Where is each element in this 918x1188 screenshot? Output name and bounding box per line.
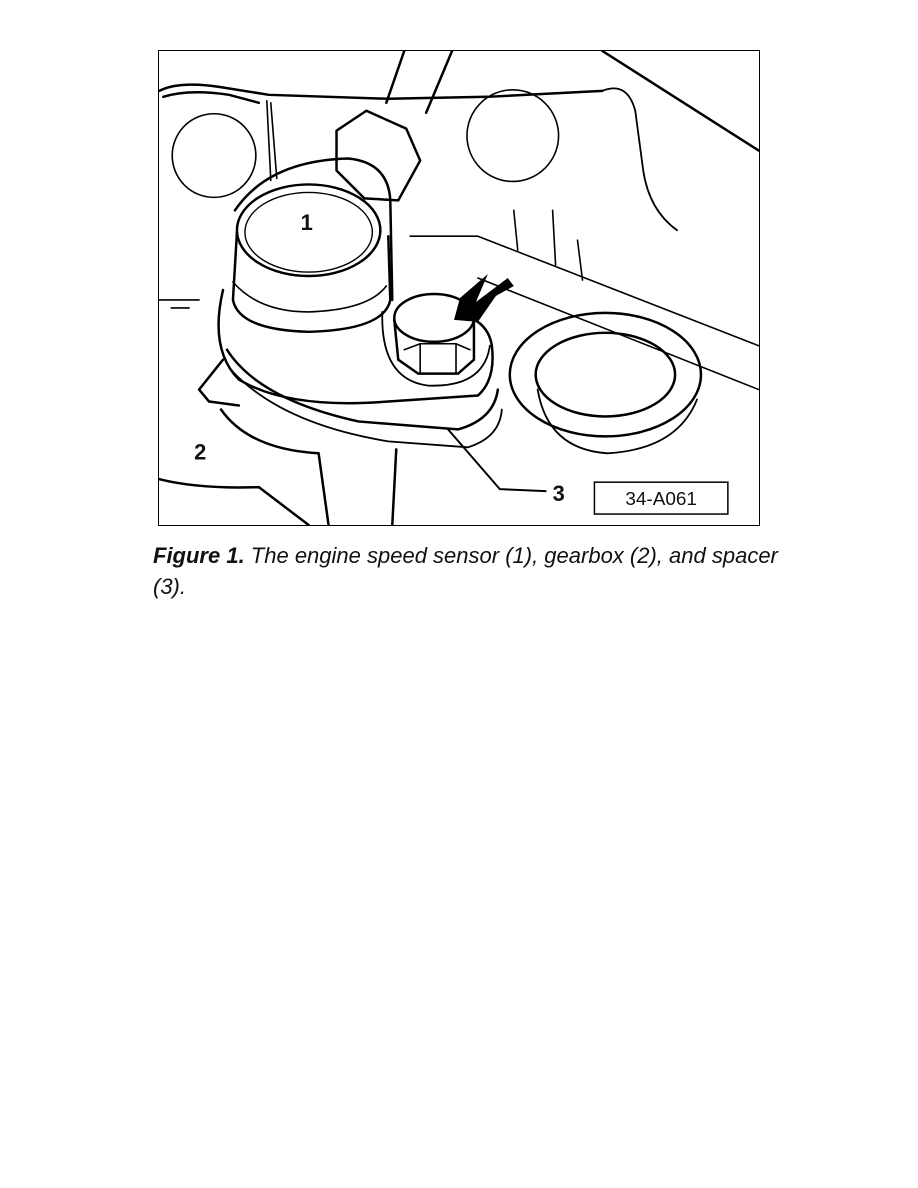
connector-rod (385, 51, 454, 114)
seal-ring-lip (536, 388, 698, 455)
bolt-hex-face (403, 342, 471, 375)
spacer-flange (217, 288, 494, 405)
callout-1: 1 (301, 210, 313, 235)
sensor-top-cap (235, 183, 382, 278)
sensor-collar (233, 157, 394, 302)
flange-tab-left (197, 358, 241, 407)
sensor-body-sides (231, 230, 392, 334)
spacer-flange-edge (228, 366, 503, 449)
engine-speed-sensor-drawing: 1 2 3 34-A061 (159, 51, 759, 525)
reference-code: 34-A061 (625, 489, 696, 510)
seal-ring-inner (534, 331, 677, 418)
bolt-hex (393, 318, 476, 375)
figure-caption: Figure 1. The engine speed sensor (1), g… (153, 540, 793, 602)
boss-circle-center (466, 89, 560, 183)
top-right-diagonal (601, 51, 759, 152)
upper-housing-inner-line (162, 91, 261, 105)
sensor-top-cap-inner (244, 191, 374, 273)
callout-3: 3 (553, 481, 565, 506)
spacer-flange-lower (225, 348, 500, 431)
top-right-contour (601, 87, 678, 232)
spacer-ring (381, 311, 491, 387)
right-housing-lines (409, 235, 759, 391)
sensor-body-band (232, 281, 388, 313)
callout-2: 2 (194, 439, 206, 464)
rib-lines (266, 99, 584, 281)
gearbox-lower-body (159, 408, 398, 525)
upper-housing-line (159, 83, 604, 101)
seal-ring-outer (508, 311, 703, 438)
connector-plug (335, 109, 422, 202)
reference-code-box (593, 481, 729, 515)
caption-lead: Figure 1. (153, 543, 245, 568)
caption-text: The engine speed sensor (1), gearbox (2)… (153, 543, 778, 599)
figure-illustration: 1 2 3 34-A061 (158, 50, 760, 526)
gearbox-left-line (159, 299, 200, 309)
boss-circle-left (171, 112, 257, 199)
spacer-leader-line (447, 428, 547, 493)
